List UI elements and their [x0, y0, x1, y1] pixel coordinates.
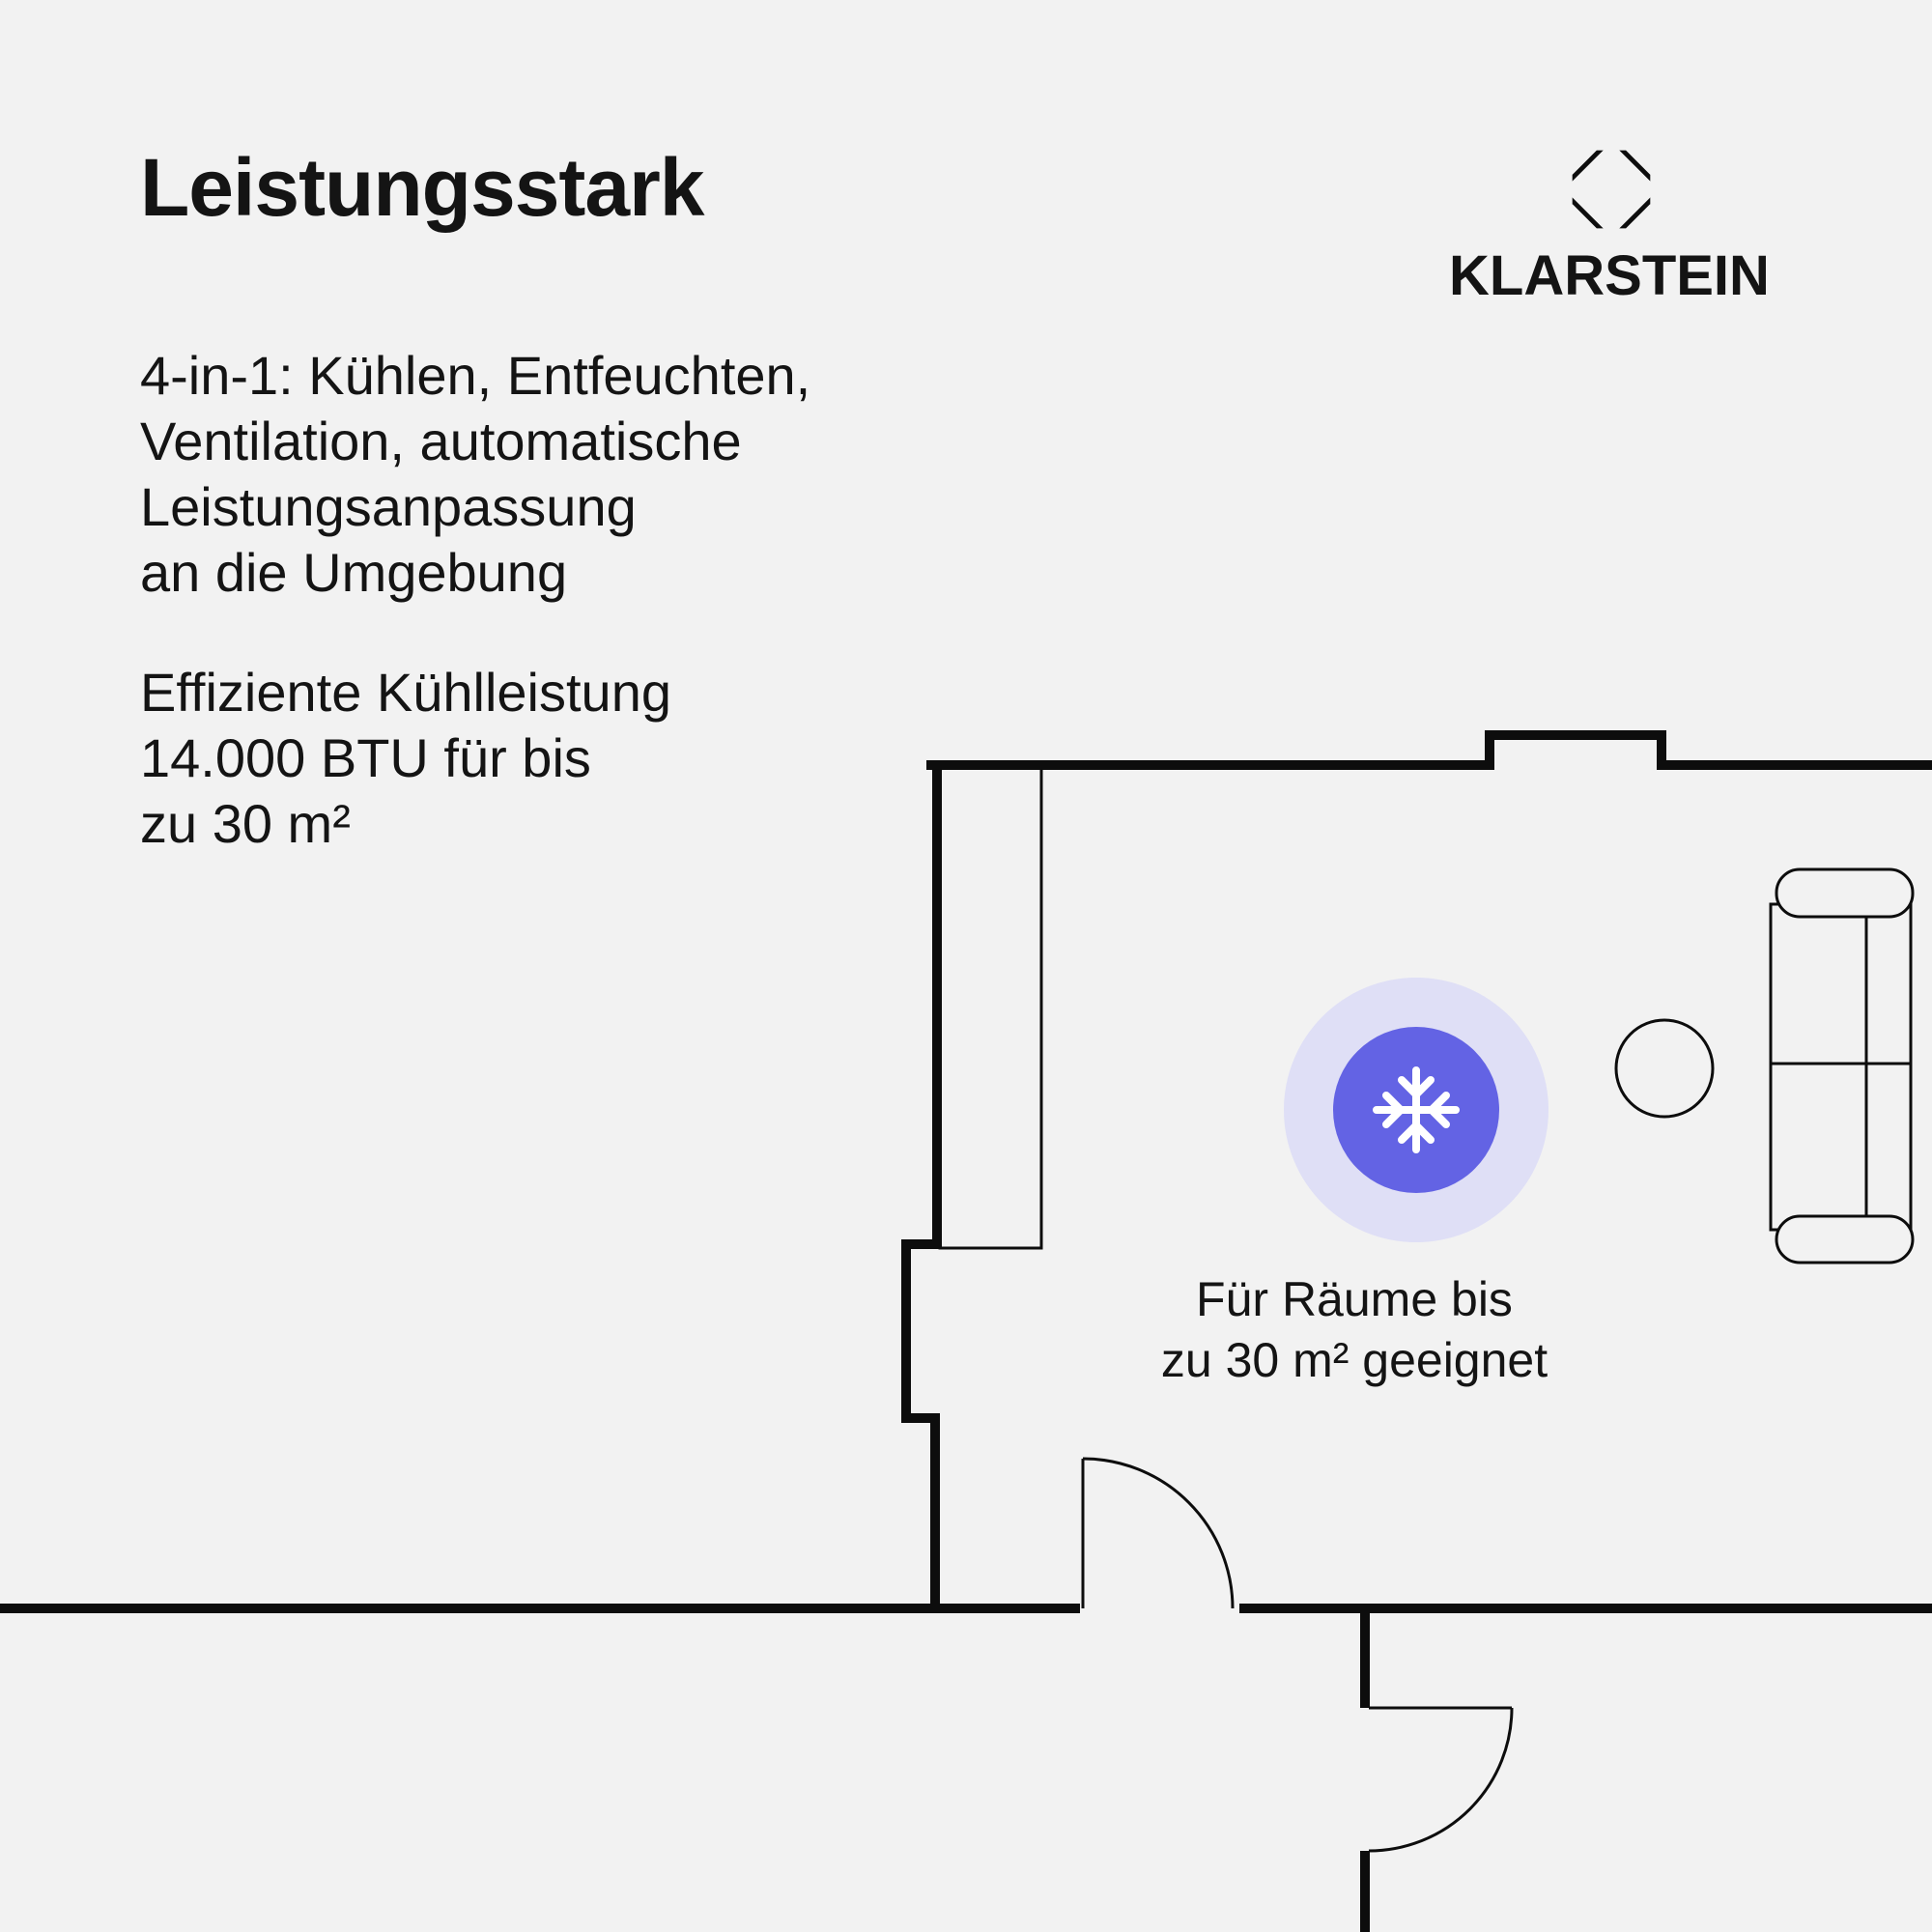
- cooling-text-block: Effiziente Kühlleistung 14.000 BTU für b…: [140, 660, 671, 857]
- page-title: Leistungsstark: [140, 142, 705, 233]
- wall-left: [901, 760, 942, 1611]
- logo-diamond-cutout: [1571, 149, 1652, 230]
- text-line: 4-in-1: Kühlen, Entfeuchten,: [140, 345, 811, 406]
- snowflake-icon: [1373, 1066, 1460, 1153]
- text-line: 14.000 BTU für bis: [140, 727, 591, 788]
- door-swing-arc: [1368, 1707, 1514, 1853]
- wall-top: [926, 730, 1932, 770]
- sofa-armrest-bottom: [1775, 1214, 1915, 1264]
- klarstein-logo-icon: [1571, 149, 1652, 230]
- closet: [938, 766, 1043, 1250]
- sofa-body: [1769, 902, 1913, 1232]
- room-size-caption: Für Räume bis zu 30 m² geeignet: [968, 1269, 1741, 1391]
- text-line: zu 30 m² geeignet: [1160, 1333, 1548, 1387]
- text-line: Leistungsanpassung: [140, 476, 637, 537]
- cooling-badge: [1284, 978, 1548, 1242]
- sofa: [1769, 867, 1915, 1264]
- klarstein-wordmark: KLARSTEIN: [1449, 244, 1770, 307]
- text-line: an die Umgebung: [140, 542, 568, 603]
- sofa-armrest-top: [1775, 867, 1915, 919]
- text-line: Ventilation, automatische: [140, 411, 742, 471]
- feature-text-block: 4-in-1: Kühlen, Entfeuchten, Ventilation…: [140, 343, 810, 606]
- text-line: Effiziente Kühlleistung: [140, 662, 671, 723]
- door-swing-arc: [1082, 1457, 1235, 1609]
- text-line: Für Räume bis: [1196, 1272, 1513, 1326]
- text-line: zu 30 m²: [140, 793, 351, 854]
- side-table: [1614, 1018, 1715, 1119]
